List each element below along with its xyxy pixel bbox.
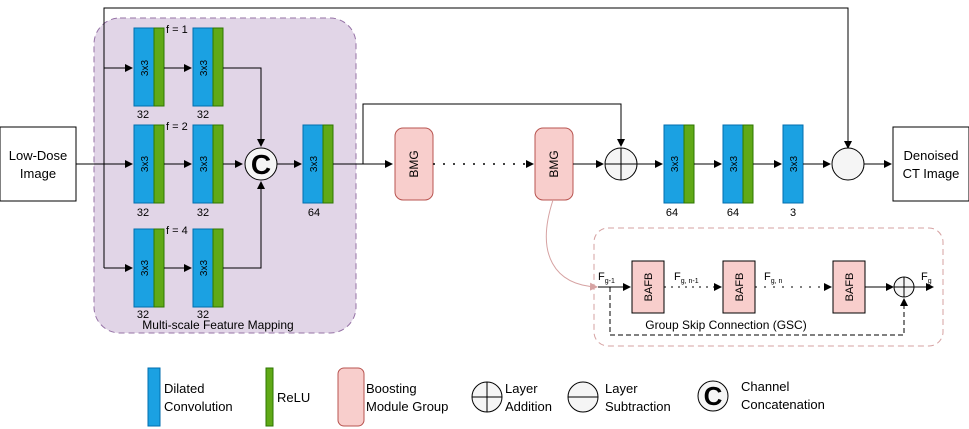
legend-dilated-swatch [147, 367, 161, 427]
conv-kernel-label: 3x3 [140, 60, 151, 77]
channel-count: 32 [197, 207, 209, 219]
gsc-f-n: Fg, n [764, 271, 783, 285]
subtraction-node [831, 147, 865, 181]
branch-2: 3x3 32 3x3 32 f = 2 [133, 121, 243, 219]
input-label-line2: Image [20, 166, 56, 181]
legend-concat-symbol: C [704, 381, 723, 411]
bmg-label-1: BMG [407, 150, 421, 177]
fused-relu-block [322, 124, 334, 204]
conv-kernel-label: 3x3 [199, 60, 210, 77]
legend: Dilated Convolution ReLU Boosting Module… [147, 367, 825, 427]
input-box [0, 126, 77, 202]
bafb-block-2 [722, 260, 756, 314]
concat-symbol: C [251, 149, 271, 180]
tail-conv-kernel-label-2: 3x3 [729, 156, 740, 173]
gsc-f-out: Fg [921, 271, 932, 285]
channel-count: 32 [197, 309, 209, 321]
branch-to-concat [223, 181, 265, 269]
input-label-line1: Low-Dose [9, 148, 68, 163]
legend-relu-label: ReLU [277, 390, 310, 405]
dilation-label: f = 4 [166, 225, 188, 237]
bafb-label-3: BAFB [844, 273, 856, 302]
conv-kernel-label: 3x3 [199, 260, 210, 277]
legend-bmg-label-1: Boosting [366, 381, 417, 396]
output-box [892, 126, 969, 202]
fused-conv-kernel-label: 3x3 [309, 156, 320, 173]
legend-bmg-label-2: Module Group [366, 399, 448, 414]
legend-bmg-swatch [337, 367, 365, 427]
legend-dilated-label-1: Dilated [164, 381, 204, 396]
fused-channel-count: 64 [308, 207, 320, 219]
addition-node [604, 147, 638, 181]
concat-node: C [244, 147, 278, 181]
gsc-f-in: Fg-1 [598, 271, 615, 285]
bafb-label-2: BAFB [734, 273, 746, 302]
relu-block [212, 124, 224, 204]
relu-block [212, 228, 224, 308]
output-label-line2: CT Image [903, 166, 960, 181]
legend-concat-icon: C [697, 380, 729, 412]
conv-kernel-label: 3x3 [140, 156, 151, 173]
dilation-label: f = 2 [166, 121, 188, 133]
msfm-title: Multi-scale Feature Mapping [142, 318, 293, 332]
channel-count: 32 [137, 109, 149, 121]
channel-count: 32 [137, 309, 149, 321]
legend-addition-label-2: Addition [505, 399, 552, 414]
dilation-label: f = 1 [166, 24, 188, 36]
tail-channel-count-2: 64 [727, 207, 739, 219]
bafb-label-1: BAFB [643, 273, 655, 302]
conv-kernel-label: 3x3 [140, 260, 151, 277]
gsc-skip-line [609, 287, 908, 336]
legend-dilated-label-2: Convolution [164, 399, 233, 414]
relu-block [153, 228, 165, 308]
gsc-f-n-minus-1: Fg, n-1 [674, 271, 699, 285]
legend-subtraction-label-1: Layer [605, 381, 638, 396]
tail-channel-count-3: 3 [790, 207, 796, 219]
bafb-block-1 [631, 260, 665, 314]
legend-concat-label-2: Concatenation [741, 397, 825, 412]
legend-subtraction-label-2: Subtraction [605, 399, 671, 414]
channel-count: 32 [137, 207, 149, 219]
output-label-line1: Denoised [904, 148, 959, 163]
gsc-region [593, 227, 944, 347]
legend-subtraction-icon [567, 381, 599, 413]
channel-count: 32 [197, 109, 209, 121]
conv-kernel-label: 3x3 [199, 156, 210, 173]
gsc-title: Group Skip Connection (GSC) [645, 318, 806, 332]
relu-block [153, 27, 165, 107]
feature-skip-line [362, 103, 625, 164]
tail-relu-block-2 [742, 124, 754, 204]
relu-block [212, 27, 224, 107]
relu-block [153, 124, 165, 204]
legend-relu-swatch [265, 367, 274, 427]
tail-relu-block-1 [683, 124, 695, 204]
branch-1: 3x3 32 3x3 32 f = 1 [133, 24, 265, 147]
branch-to-concat [223, 67, 265, 147]
gsc-addition-node [893, 276, 915, 298]
legend-concat-label-1: Channel [741, 379, 790, 394]
legend-addition-label-1: Layer [505, 381, 538, 396]
bmg-to-gsc-link [545, 199, 598, 291]
branch-3: 3x3 32 3x3 32 f = 4 [133, 181, 265, 321]
tail-channel-count-1: 64 [666, 207, 678, 219]
tail-conv-kernel-label-1: 3x3 [670, 156, 681, 173]
tail-conv-kernel-label-3: 3x3 [789, 156, 800, 173]
bmg-label-2: BMG [547, 150, 561, 177]
legend-addition-icon [471, 381, 503, 413]
